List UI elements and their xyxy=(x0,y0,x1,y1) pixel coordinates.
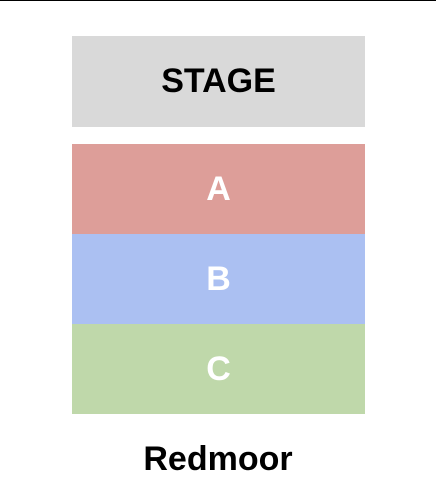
section-c-label: C xyxy=(206,349,231,388)
section-b-label: B xyxy=(206,259,231,298)
section-c[interactable]: C xyxy=(72,324,365,414)
venue-name: Redmoor xyxy=(143,440,293,478)
stage-block: STAGE xyxy=(72,36,365,127)
stage-label: STAGE xyxy=(161,62,276,100)
top-divider xyxy=(0,0,436,1)
section-a[interactable]: A xyxy=(72,144,365,234)
section-b[interactable]: B xyxy=(72,234,365,324)
section-a-label: A xyxy=(206,169,231,208)
